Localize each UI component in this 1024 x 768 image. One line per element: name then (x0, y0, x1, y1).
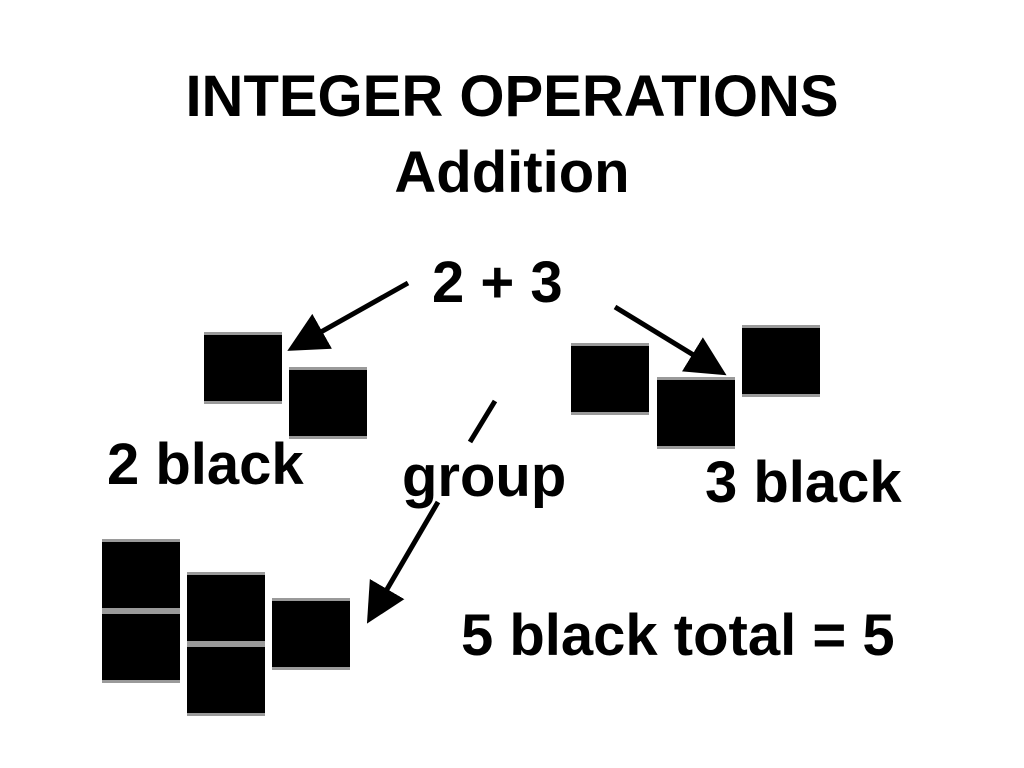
black-tile (102, 539, 180, 611)
group-label: group (402, 444, 567, 509)
black-tile (272, 598, 350, 670)
slide-title: INTEGER OPERATIONS (185, 64, 839, 129)
group-stroke (467, 399, 498, 444)
arrow-to-first-set (287, 280, 410, 351)
black-tile (204, 332, 282, 404)
arrow-to-grouped-set (366, 500, 441, 624)
arrow-to-second-set (613, 304, 727, 376)
black-tile (187, 572, 265, 644)
first-set-label: 2 black (107, 432, 304, 497)
black-tile (187, 644, 265, 716)
black-tile (102, 611, 180, 683)
black-tile (742, 325, 820, 397)
equation-label: 2 + 3 (432, 250, 563, 315)
result-label: 5 black total = 5 (461, 603, 895, 668)
second-set-label: 3 black (705, 450, 902, 515)
black-tile (571, 343, 649, 415)
black-tile (289, 367, 367, 439)
slide-subtitle: Addition (394, 140, 630, 205)
black-tile (657, 377, 735, 449)
